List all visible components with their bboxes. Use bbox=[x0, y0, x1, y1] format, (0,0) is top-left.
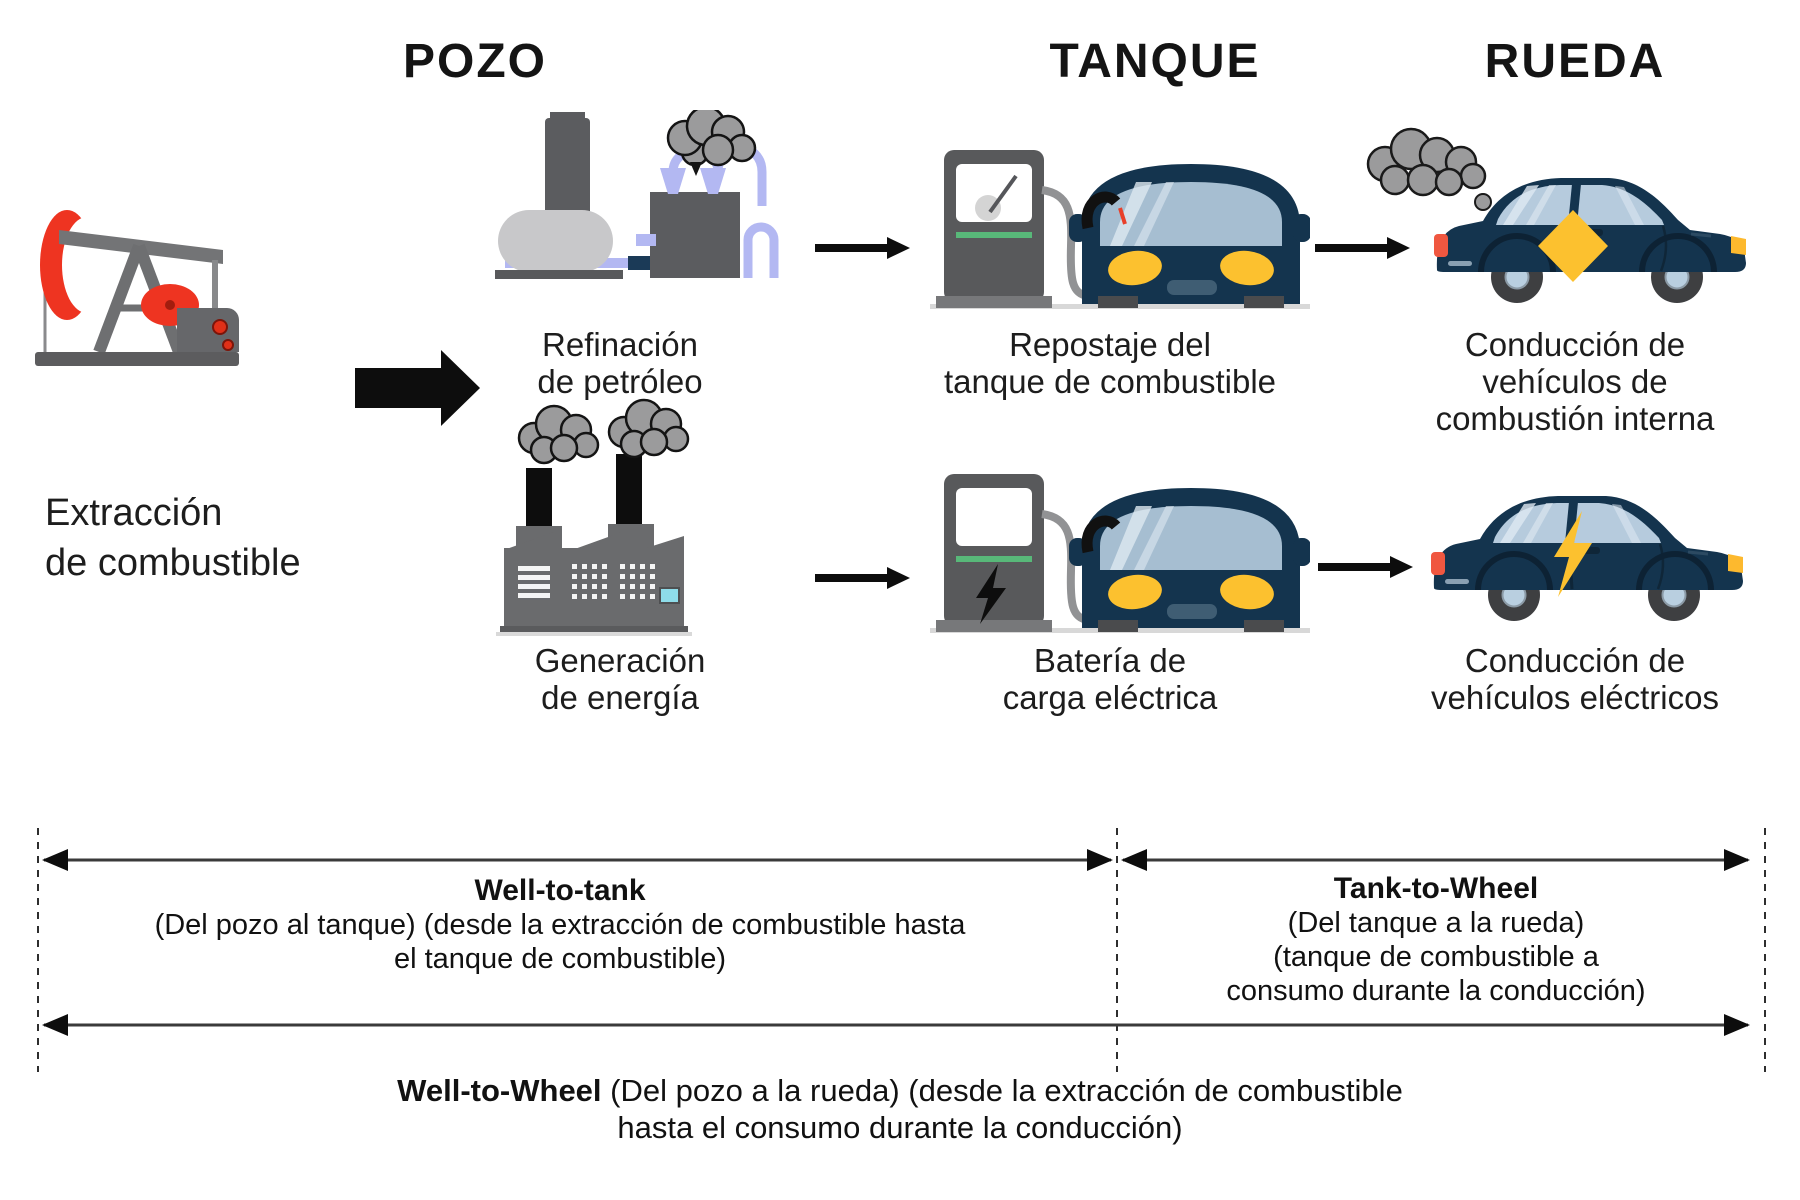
tank-to-wheel-line: (tanque de combustible a bbox=[1273, 941, 1599, 973]
label-ice-driving: Conducción de vehículos de combustión in… bbox=[1375, 326, 1775, 437]
electric-car-icon bbox=[1430, 445, 1750, 630]
well-to-wheel-line1: Well-to-Wheel (Del pozo a la rueda) (des… bbox=[250, 1072, 1550, 1109]
flow-arrow-icon bbox=[1318, 556, 1413, 578]
label-battery: Batería de carga eléctrica bbox=[910, 642, 1310, 716]
label-line: vehículos de bbox=[1482, 363, 1668, 400]
flow-arrow-icon bbox=[355, 350, 480, 426]
label-line: Batería de bbox=[1033, 642, 1187, 679]
label-refining: Refinación de petróleo bbox=[470, 326, 770, 400]
fuel-diamond-badge bbox=[1538, 210, 1608, 282]
label-line: Repostaje del bbox=[1009, 326, 1211, 363]
label-ev-driving: Conducción de vehículos eléctricos bbox=[1375, 642, 1775, 716]
flow-arrow-icon bbox=[1315, 237, 1410, 259]
label-line: carga eléctrica bbox=[1002, 679, 1218, 716]
header-rueda: RUEDA bbox=[1484, 35, 1666, 88]
oil-pumpjack-icon bbox=[35, 210, 239, 366]
label-extraction: Extracción de combustible bbox=[45, 488, 301, 588]
header-pozo: POZO bbox=[402, 35, 547, 88]
lightning-bolt-icon bbox=[976, 564, 1006, 624]
well-to-tank-line: el tanque de combustible) bbox=[393, 943, 727, 975]
power-plant-icon bbox=[496, 398, 692, 636]
tank-to-wheel-line: consumo durante la conducción) bbox=[1226, 975, 1646, 1007]
refinery-icon bbox=[495, 110, 779, 279]
label-line: de petróleo bbox=[537, 363, 703, 400]
ev-charger-car-icon bbox=[930, 452, 1310, 634]
label-line: Conducción de bbox=[1464, 326, 1686, 363]
well-to-wheel-annotation: Well-to-Wheel (Del pozo a la rueda) (des… bbox=[250, 1072, 1550, 1146]
label-line: Conducción de bbox=[1464, 642, 1686, 679]
well-to-tank-annotation: Well-to-tank (Del pozo al tanque) (desde… bbox=[60, 874, 1060, 976]
well-to-wheel-line1-rest: (Del pozo a la rueda) (desde la extracci… bbox=[601, 1073, 1403, 1108]
well-to-wheel-title: Well-to-Wheel bbox=[397, 1073, 602, 1108]
lightning-bolt-icon bbox=[1554, 511, 1592, 597]
flow-arrow-icon bbox=[815, 237, 910, 259]
label-line: Refinación bbox=[542, 326, 698, 363]
label-generation: Generación de energía bbox=[470, 642, 770, 716]
exhaust-cloud-icon bbox=[1366, 127, 1487, 197]
label-line: de energía bbox=[541, 679, 699, 716]
tank-to-wheel-line: (Del tanque a la rueda) bbox=[1287, 907, 1585, 939]
ice-car-icon bbox=[1366, 127, 1755, 307]
fuel-pump-car-icon bbox=[930, 128, 1310, 310]
well-to-wheel-line2: hasta el consumo durante la conducción) bbox=[617, 1110, 1183, 1145]
well-to-tank-line: (Del pozo al tanque) (desde la extracció… bbox=[154, 909, 966, 941]
label-line: de combustible bbox=[45, 542, 301, 584]
label-line: tanque de combustible bbox=[943, 363, 1277, 400]
flow-arrow-icon bbox=[815, 567, 910, 589]
header-tanque: TANQUE bbox=[1049, 35, 1261, 88]
dimension-arrow-icon bbox=[37, 828, 1766, 1072]
label-line: Generación bbox=[534, 642, 706, 679]
label-line: vehículos eléctricos bbox=[1431, 679, 1719, 716]
well-to-tank-title: Well-to-tank bbox=[474, 874, 646, 907]
tank-to-wheel-title: Tank-to-Wheel bbox=[1333, 872, 1539, 905]
label-refueling: Repostaje del tanque de combustible bbox=[910, 326, 1310, 400]
tank-to-wheel-annotation: Tank-to-Wheel (Del tanque a la rueda) (t… bbox=[1136, 872, 1736, 1008]
label-line: Extracción bbox=[45, 492, 223, 534]
label-line: combustión interna bbox=[1435, 400, 1715, 437]
